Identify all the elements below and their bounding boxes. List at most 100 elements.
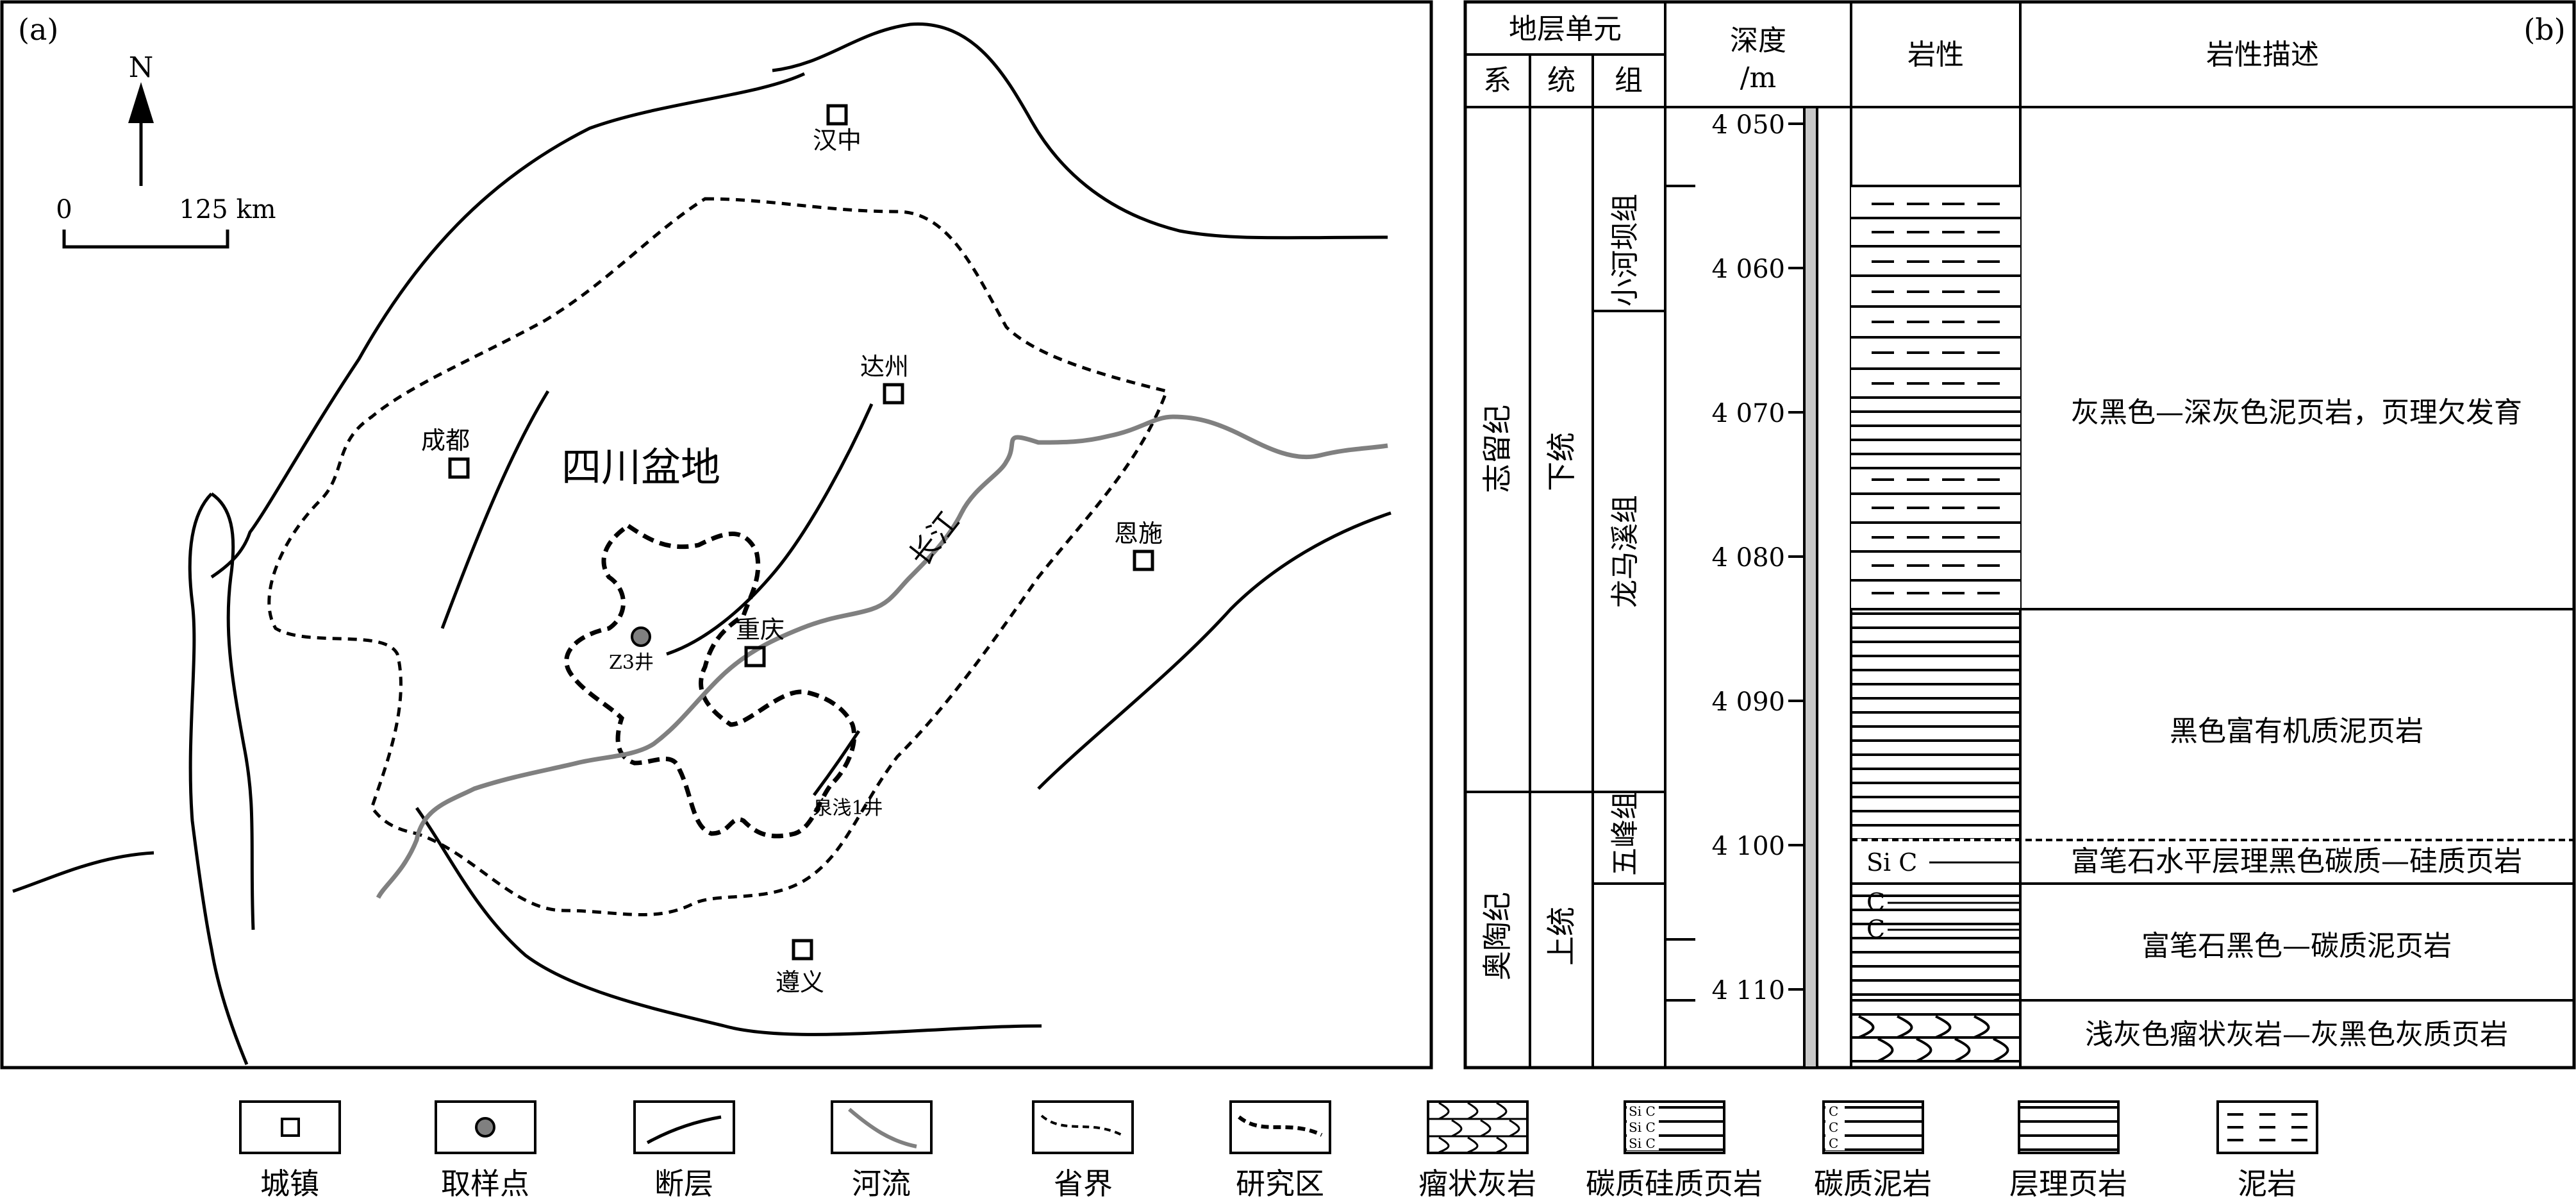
desc-2: 黑色富有机质泥页岩 [2170, 715, 2423, 748]
fault-3 [812, 730, 861, 796]
legend-label: 断层 [654, 1166, 713, 1201]
basin-label: 四川盆地 [561, 444, 720, 491]
legend-c-text: C [1829, 1104, 1838, 1119]
city-markers [448, 104, 1154, 961]
fault-2 [666, 403, 874, 656]
legend-fault-icon [646, 1115, 722, 1145]
fault-1 [440, 390, 550, 629]
river-label: 长江 [902, 505, 966, 573]
depth-tick-label: 4 090 [1711, 687, 1785, 717]
north-arrow-icon [128, 82, 154, 186]
city-label: 遵义 [776, 968, 824, 996]
legend-sic-text: Si C [1629, 1120, 1656, 1135]
city-label: 达州 [860, 353, 909, 381]
basin-boundary [210, 22, 1388, 579]
city-square-icon [883, 383, 904, 405]
city-label: 恩施 [1114, 519, 1163, 548]
lith-label-sic: Si C [1866, 848, 1917, 877]
series-upper: 上统 [1544, 907, 1579, 966]
map-frame [0, 0, 1433, 1070]
lith-label-c: C [1866, 915, 1885, 943]
legend-town-icon [281, 1118, 300, 1137]
fault-west [188, 492, 249, 1065]
system-ordovician: 奥陶纪 [1480, 892, 1515, 980]
legend-sic-text: Si C [1629, 1136, 1656, 1151]
lithology-column [1851, 185, 2574, 1062]
series-lower: 下统 [1544, 432, 1579, 491]
legend-label: 层理页岩 [2009, 1166, 2127, 1201]
legend-label: 碳质硅质页岩 [1586, 1166, 1763, 1201]
city-square-icon [448, 457, 470, 479]
header-depth: 深度 [1730, 24, 1786, 57]
city-square-icon [826, 104, 848, 126]
header-formation: 组 [1615, 64, 1643, 97]
city-square-icon [792, 939, 813, 961]
formation-longmaxi: 龙马溪组 [1609, 495, 1641, 608]
header-system: 系 [1483, 64, 1511, 97]
city-square-icon [1133, 550, 1154, 571]
well-label: Z3井 [609, 651, 654, 674]
formation-wufeng: 五峰组 [1609, 791, 1641, 876]
legend-layered-shale-icon [2018, 1100, 2120, 1154]
depth-tick-label: 4 080 [1711, 543, 1785, 573]
legend-carb-siliceous-icon [1624, 1100, 1725, 1154]
city-label: 汉中 [813, 126, 861, 155]
legend-label: 瘤状灰岩 [1418, 1166, 1536, 1201]
legend-study-area-icon [1238, 1115, 1323, 1137]
depth-tick-label: 4 060 [1711, 255, 1785, 284]
legend-c-text: C [1829, 1120, 1838, 1135]
lith-label-c: C [1866, 888, 1885, 916]
panel-a-label: (a) [18, 12, 58, 47]
well-label: 泉浅1井 [813, 797, 883, 819]
legend-carb-mudstone-icon [1822, 1100, 1924, 1154]
legend-sample-icon [475, 1117, 495, 1138]
sample-point-icon [631, 626, 651, 647]
depth-tick-label: 4 070 [1711, 399, 1785, 428]
study-area-boundary [564, 523, 857, 839]
desc-5: 浅灰色瘤状灰岩—灰黑色灰质页岩 [2085, 1018, 2508, 1051]
depth-tick-label: 4 110 [1711, 976, 1785, 1005]
city-label: 成都 [421, 426, 470, 455]
province-boundary [267, 197, 1169, 916]
depth-tick-label: 4 100 [1711, 832, 1785, 861]
desc-1: 灰黑色—深灰色泥页岩，页理欠发育 [2071, 396, 2522, 429]
legend-label: 碳质泥岩 [1814, 1166, 1932, 1201]
strat-column-panel: 地层单元 系 统 组 深度 /m 岩性 岩性描述 (b) 志留纪 奥陶纪 下统 … [1463, 0, 2576, 1070]
header-series: 统 [1547, 64, 1575, 97]
desc-3: 富笔石水平层理黑色碳质—硅质页岩 [2071, 845, 2522, 878]
desc-4: 富笔石黑色—碳质泥页岩 [2141, 930, 2452, 962]
legend-sic-text: Si C [1629, 1104, 1656, 1119]
se-boundary [1037, 511, 1392, 790]
sw-boundary [415, 807, 1042, 1036]
header-description: 岩性描述 [2206, 38, 2319, 71]
scale-end-label: 125 km [179, 195, 276, 224]
legend-nodular-limestone-icon [1427, 1100, 1529, 1154]
city-square-icon [744, 646, 766, 668]
legend-label: 省界 [1054, 1166, 1113, 1201]
legend-mudstone-icon [2216, 1100, 2318, 1154]
header-strat-unit: 地层单元 [1509, 13, 1622, 46]
legend-label: 河流 [852, 1166, 911, 1201]
depth-tick-label: 4 050 [1711, 110, 1785, 140]
legend-province-icon [1040, 1114, 1122, 1136]
yangtze-river [376, 414, 1388, 899]
core-bar [1803, 106, 1818, 1069]
legend-label: 泥岩 [2238, 1166, 2297, 1201]
header-depth-unit: /m [1740, 62, 1777, 94]
legend-label: 取样点 [441, 1166, 529, 1201]
nodular-limestone [1851, 1013, 2020, 1062]
city-label: 重庆 [736, 616, 785, 644]
south-line [12, 851, 154, 893]
west-margin [210, 492, 255, 930]
legend-c-text: C [1829, 1136, 1838, 1151]
legend-label: 研究区 [1236, 1166, 1324, 1201]
panel-b-label: (b) [2523, 12, 2565, 47]
map-panel: (a) N 0 125 km [0, 0, 1433, 1070]
legend-label: 城镇 [260, 1166, 319, 1201]
scale-zero-label: 0 [56, 195, 72, 224]
legend: Si C Si C Si C C C C 城镇 取样点 断层 河流 省界 研究区… [239, 1100, 2318, 1201]
formation-xiaoheba: 小河坝组 [1609, 194, 1641, 307]
header-lithology: 岩性 [1907, 38, 1964, 71]
north-label: N [129, 51, 154, 84]
